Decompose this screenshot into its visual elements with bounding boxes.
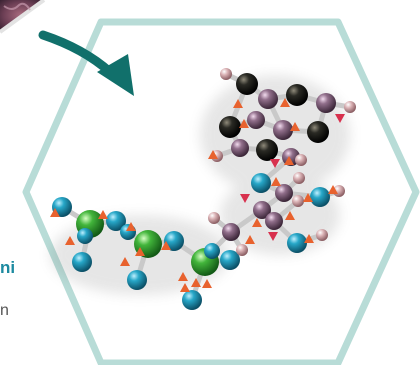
charge-down-marker — [270, 159, 280, 168]
charge-up-marker — [285, 211, 295, 220]
molecule-atoms — [52, 68, 356, 310]
charge-up-marker — [303, 193, 313, 202]
charge-up-marker — [191, 278, 201, 287]
atom — [316, 93, 336, 113]
atom — [292, 195, 304, 207]
charge-up-marker — [233, 99, 243, 108]
charge-up-marker — [202, 279, 212, 288]
atom — [316, 229, 328, 241]
atom — [247, 111, 265, 129]
charge-up-marker — [304, 234, 314, 243]
charge-up-marker — [65, 236, 75, 245]
atom — [164, 231, 184, 251]
atom — [77, 228, 93, 244]
charge-up-marker — [135, 247, 145, 256]
curved-arrow-icon — [38, 30, 134, 96]
corner-photo-thumbnail — [0, 0, 46, 34]
atom — [273, 120, 293, 140]
atom — [182, 290, 202, 310]
atom — [287, 233, 307, 253]
charge-up-marker — [328, 185, 338, 194]
charge-up-marker — [239, 119, 249, 128]
charge-up-marker — [50, 208, 60, 217]
side-text-partial-1: ni — [0, 258, 16, 277]
atom — [208, 212, 220, 224]
atom — [106, 211, 126, 231]
atom — [251, 173, 271, 193]
atom — [253, 201, 271, 219]
charge-up-marker — [98, 210, 108, 219]
atom — [220, 68, 232, 80]
charge-up-marker — [280, 98, 290, 107]
atom — [204, 243, 220, 259]
atom — [72, 252, 92, 272]
atom — [231, 139, 249, 157]
atom — [236, 244, 248, 256]
side-text-partial-2: n — [0, 302, 9, 319]
charge-down-marker — [335, 114, 345, 123]
atom — [265, 212, 283, 230]
charge-up-marker — [126, 222, 136, 231]
atom — [236, 73, 258, 95]
atom — [220, 250, 240, 270]
charge-up-marker — [284, 156, 294, 165]
charge-up-marker — [208, 150, 218, 159]
atom — [120, 224, 136, 240]
atom — [258, 89, 278, 109]
atom — [293, 172, 305, 184]
charge-up-marker — [178, 272, 188, 281]
charge-up-marker — [180, 283, 190, 292]
atom — [256, 139, 278, 161]
charge-down-marker — [268, 232, 278, 241]
atom — [275, 184, 293, 202]
charge-up-marker — [252, 218, 262, 227]
atom — [222, 223, 240, 241]
atom — [344, 101, 356, 113]
atom — [295, 154, 307, 166]
charge-markers — [50, 98, 345, 292]
charge-up-marker — [161, 241, 171, 250]
atom — [310, 187, 330, 207]
charge-up-marker — [290, 122, 300, 131]
atom — [127, 270, 147, 290]
atom — [286, 84, 308, 106]
atom — [219, 116, 241, 138]
charge-up-marker — [245, 235, 255, 244]
charge-up-marker — [271, 177, 281, 186]
charge-down-marker — [240, 194, 250, 203]
charge-up-marker — [120, 257, 130, 266]
atom — [307, 121, 329, 143]
